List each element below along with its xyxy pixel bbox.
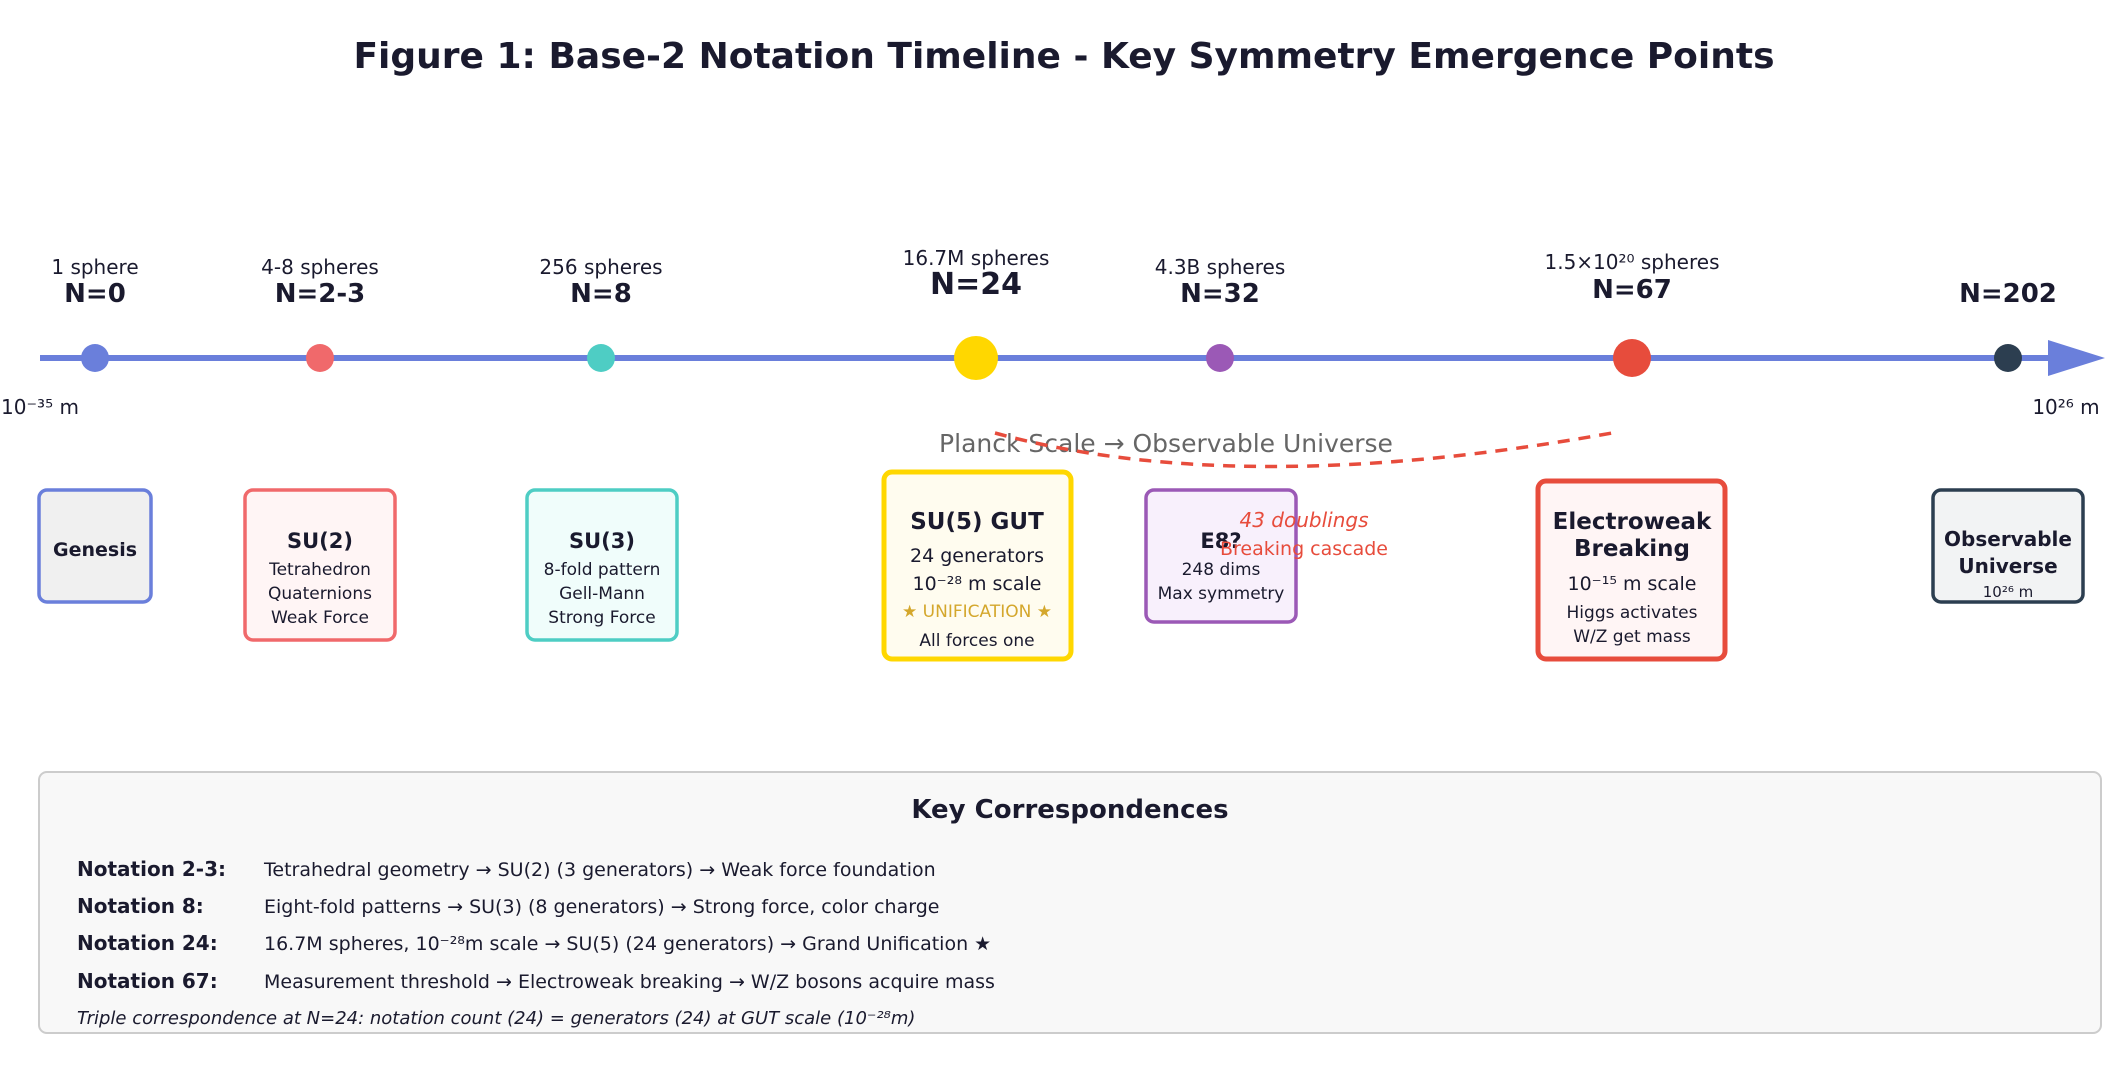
box-su3: SU(3) 8-fold pattern Gell-Mann Strong Fo… [525,488,679,642]
box-line: 10⁻²⁸ m scale [913,573,1042,595]
box-title: Genesis [53,539,137,561]
node-count: 256 spheres [539,255,662,279]
node-label: N=2-3 [275,279,366,309]
node-n202: N=202 [1959,279,2057,372]
axis-right-label: 10²⁶ m [2032,395,2099,419]
box-su2: SU(2) Tetrahedron Quaternions Weak Force [243,488,397,642]
box-footer: All forces one [919,631,1034,651]
box-title: SU(3) [569,529,635,553]
box-observable-universe: Observable Universe 10²⁶ m [1931,488,2085,604]
figure-title: Figure 1: Base-2 Notation Timeline - Key… [353,36,1774,77]
cascade-label: 43 doublings [1239,508,1368,532]
node-count: 16.7M spheres [903,246,1050,270]
box-line: Max symmetry [1158,584,1285,604]
box-line: 10⁻¹⁵ m scale [1568,573,1697,595]
node-dot [1613,339,1651,377]
box-e8: E8? 248 dims Max symmetry [1144,488,1298,624]
box-electroweak: Electroweak Breaking 10⁻¹⁵ m scale Higgs… [1535,478,1728,662]
box-title: SU(5) GUT [910,509,1044,535]
box-title: Universe [1958,554,2057,578]
box-title: Breaking [1574,536,1690,562]
axis-left-label: 10⁻³⁵ m [1,395,79,419]
node-label: N=8 [570,279,632,309]
correspondence-key: Notation 67: [77,969,218,993]
box-line: 24 generators [910,545,1044,567]
node-dot [954,336,998,380]
node-dot [1994,344,2022,372]
correspondence-text: Tetrahedral geometry → SU(2) (3 generato… [263,859,936,881]
box-title: SU(2) [287,529,353,553]
box-line: 248 dims [1182,560,1261,580]
box-title: E8? [1200,529,1241,553]
box-title: Electroweak [1553,509,1712,535]
box-title: Observable [1944,527,2072,551]
node-label: N=202 [1959,279,2057,309]
correspondence-text: Measurement threshold → Electroweak brea… [264,971,995,993]
node-dot [81,344,109,372]
correspondences-panel: Key Correspondences Notation 2-3: Tetrah… [38,771,2102,1034]
cascade-sublabel: Breaking cascade [1220,538,1388,560]
node-label: N=24 [930,267,1022,302]
node-count: 1.5×10²⁰ spheres [1544,250,1719,274]
box-line: W/Z get mass [1573,627,1691,647]
box-line: Gell-Mann [559,584,645,604]
box-line: Strong Force [548,608,655,628]
box-genesis: Genesis [37,488,153,604]
node-dot [1206,344,1234,372]
node-count: 1 sphere [51,255,138,279]
correspondence-text: 16.7M spheres, 10⁻²⁸m scale → SU(5) (24 … [264,933,991,955]
node-n2: 4-8 spheres N=2-3 [261,255,379,372]
node-label: N=32 [1180,279,1260,309]
node-label: N=67 [1592,275,1672,305]
correspondence-text: Eight-fold patterns → SU(3) (8 generator… [264,896,939,918]
box-line: Tetrahedron [268,560,371,580]
node-n67: 1.5×10²⁰ spheres N=67 [1544,250,1720,377]
correspondences-heading: Key Correspondences [911,795,1228,825]
node-n8: 256 spheres N=8 [539,255,663,372]
unification-highlight: ★ UNIFICATION ★ [902,602,1052,622]
correspondence-key: Notation 8: [77,894,204,918]
box-line: Quaternions [268,584,372,604]
correspondence-key: Notation 2-3: [77,857,226,881]
node-dot [306,344,334,372]
box-line: 10²⁶ m [1983,583,2034,601]
timeline-arrow-icon [2048,340,2105,376]
correspondence-note: Triple correspondence at N=24: notation … [77,1008,915,1029]
cascade-arc [994,431,1613,469]
node-n32: 4.3B spheres N=32 [1155,255,1286,372]
axis-center-label: Planck Scale → Observable Universe [939,429,1393,458]
box-line: 8-fold pattern [544,560,661,580]
node-label: N=0 [64,279,126,309]
node-n24: 16.7M spheres N=24 [903,246,1050,380]
node-dot [587,344,615,372]
correspondence-key: Notation 24: [77,931,218,955]
box-line: Weak Force [271,608,369,628]
box-su5-gut: SU(5) GUT 24 generators 10⁻²⁸ m scale ★ … [881,469,1074,662]
node-count: 4.3B spheres [1155,255,1286,279]
node-count: 4-8 spheres [261,255,379,279]
node-n0: 1 sphere N=0 [51,255,139,372]
box-line: Higgs activates [1567,603,1698,623]
